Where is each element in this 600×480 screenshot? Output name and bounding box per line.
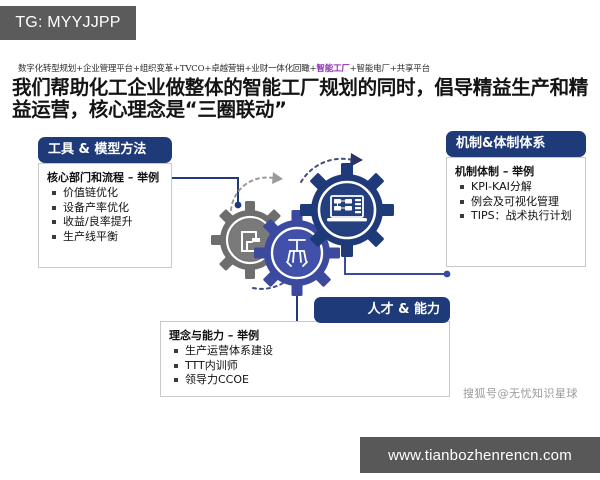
panel-talent-and-capability: 人才 & 能力 理念与能力 – 举例 生产运营体系建设 TTT内训师 领导力CC… [160,297,450,397]
telegram-tag-badge: TG: MYYJJPP [0,6,136,40]
list-item: 领导力CCOE [173,373,441,388]
list-item: 生产运营体系建设 [173,344,441,359]
panel-talent-header: 人才 & 能力 [314,297,450,323]
panel-mechanism-header: 机制&体制体系 [446,131,586,157]
panel-mechanism-and-system: 机制&体制体系 机制体制 – 举例 KPI-KAI分解 例会及可视化管理 TIP… [446,131,586,267]
panel-tools-header: 工具 & 模型方法 [38,137,172,163]
telegram-tag-label: TG: MYYJJPP [15,14,121,31]
robot-arm-icon [286,239,308,267]
list-item: 生产线平衡 [51,230,163,245]
panel-mechanism-body: 机制体制 – 举例 KPI-KAI分解 例会及可视化管理 TIPS：战术执行计划 [446,157,586,267]
digital-gear [300,163,394,257]
list-item: 例会及可视化管理 [459,195,577,210]
panel-tools-subtitle: 核心部门和流程 – 举例 [47,171,160,184]
slide-kicker: 数字化转型规划+企业管理平台+组织变革+TVCO+卓越营销+业财一体化回瞰+智能… [18,64,584,75]
list-item: KPI-KAI分解 [459,180,577,195]
three-gears-graphic [211,153,394,296]
list-item: TTT内训师 [173,359,441,374]
laptop-flowchart-icon [327,195,367,222]
list-item: 设备产率优化 [51,201,163,216]
panel-tools-body: 核心部门和流程 – 举例 价值链优化 设备产率优化 收益/良率提升 生产线平衡 [38,163,172,268]
sohu-watermark: 搜狐号@无忧知识星球 [463,387,578,400]
slide-headline: 我们帮助化工企业做整体的智能工厂规划的同时，倡导精益生产和精益运营，核心理念是“… [12,76,589,121]
list-item: 价值链优化 [51,186,163,201]
panel-mechanism-subtitle: 机制体制 – 举例 [455,165,535,178]
kicker-highlight: 智能工厂 [316,64,350,74]
panel-tools-and-models: 工具 & 模型方法 核心部门和流程 – 举例 价值链优化 设备产率优化 收益/良… [38,137,172,268]
panel-talent-body: 理念与能力 – 举例 生产运营体系建设 TTT内训师 领导力CCOE [160,321,450,397]
panel-talent-bullet-list: 生产运营体系建设 TTT内训师 领导力CCOE [169,344,441,388]
panel-tools-bullet-list: 价值链优化 设备产率优化 收益/良率提升 生产线平衡 [47,186,163,244]
site-watermark-bar: www.tianbozhenrencn.com [360,437,600,473]
list-item: 收益/良率提升 [51,215,163,230]
kicker-before: 数字化转型规划+企业管理平台+组织变革+TVCO+卓越营销+业财一体化回瞰+ [18,64,317,74]
panel-talent-subtitle: 理念与能力 – 举例 [169,329,260,342]
site-watermark-label: www.tianbozhenrencn.com [388,446,572,464]
list-item: TIPS：战术执行计划 [459,209,577,224]
panel-mechanism-bullet-list: KPI-KAI分解 例会及可视化管理 TIPS：战术执行计划 [455,180,577,224]
kicker-after: +智能电厂+共享平台 [349,64,430,74]
